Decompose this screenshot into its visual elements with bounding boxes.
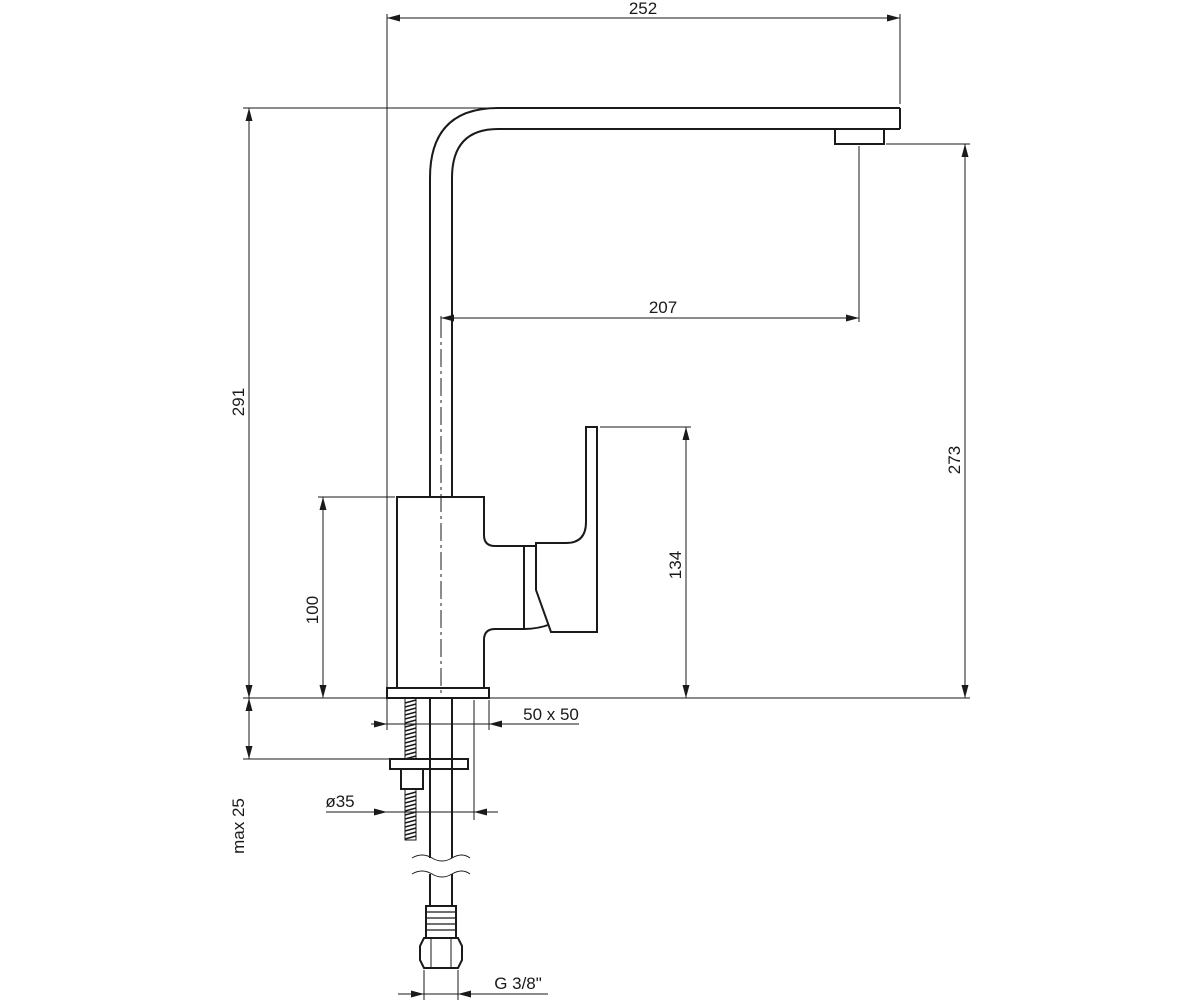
thread-line xyxy=(404,831,417,836)
label-hole-diameter: ø35 xyxy=(325,792,354,811)
thread-line xyxy=(404,799,417,804)
thread-line xyxy=(404,735,417,740)
arrowhead xyxy=(682,427,690,440)
crimp-rings xyxy=(426,911,456,931)
thread-line xyxy=(404,727,417,732)
thread-line xyxy=(404,819,417,824)
thread-line xyxy=(404,803,417,808)
base-plate xyxy=(386,687,490,699)
dimension-lines xyxy=(243,14,970,1000)
thread-line xyxy=(404,739,417,744)
thread-line xyxy=(404,715,417,720)
thread-line xyxy=(404,791,417,796)
thread-line xyxy=(404,815,417,820)
dimension-arrows xyxy=(245,14,969,998)
arrowhead xyxy=(374,720,387,728)
arrowhead xyxy=(319,497,327,510)
thread-line xyxy=(404,747,417,752)
label-outlet-height: 273 xyxy=(945,446,964,474)
label-hose-connection: G 3/8" xyxy=(494,974,542,993)
faucet-outline xyxy=(386,107,901,969)
arrowhead xyxy=(411,990,424,998)
arrowhead xyxy=(319,685,327,698)
thread-line xyxy=(404,743,417,748)
thread-line xyxy=(404,807,417,812)
arrowhead xyxy=(961,685,969,698)
arrowhead xyxy=(846,314,859,322)
arrowhead xyxy=(441,314,454,322)
stud-threads xyxy=(404,699,417,840)
arrowhead xyxy=(245,698,253,711)
thread-line xyxy=(404,719,417,724)
arrowhead xyxy=(458,990,471,998)
label-lever-height: 134 xyxy=(666,551,685,579)
lever-handle xyxy=(535,426,598,633)
arrowhead xyxy=(961,144,969,157)
label-spout-projection: 207 xyxy=(649,298,677,317)
hose-hex-nut xyxy=(419,937,463,969)
arrowhead xyxy=(489,720,502,728)
aerator xyxy=(834,128,885,145)
faucet-body xyxy=(396,496,525,689)
dimension-labels: 252 207 291 273 134 100 max 25 50 x 50 ø… xyxy=(229,0,964,993)
arrowhead xyxy=(245,746,253,759)
hose-break-top xyxy=(411,854,471,862)
spout-pipe-inner xyxy=(451,128,900,497)
label-deck-thickness: max 25 xyxy=(229,798,248,854)
thread-line xyxy=(404,827,417,832)
label-total-height: 291 xyxy=(229,388,248,416)
arrowhead xyxy=(245,108,253,121)
thread-line xyxy=(404,835,417,840)
thread-line xyxy=(404,699,417,704)
label-base-size: 50 x 50 xyxy=(523,705,579,724)
thread-line xyxy=(404,751,417,756)
thread-line xyxy=(404,703,417,708)
arrowhead xyxy=(474,808,487,816)
thread-line xyxy=(404,711,417,716)
arrowhead xyxy=(374,808,387,816)
label-overall-reach: 252 xyxy=(629,0,657,18)
thread-line xyxy=(404,707,417,712)
label-body-height: 100 xyxy=(303,596,322,624)
thread-line xyxy=(404,823,417,828)
hose-crimp-sleeve xyxy=(425,905,457,939)
arrowhead xyxy=(387,14,400,22)
arrowhead xyxy=(887,14,900,22)
mounting-nut xyxy=(400,768,424,790)
arrowhead xyxy=(245,685,253,698)
thread-line xyxy=(404,795,417,800)
hose-break-bottom xyxy=(411,870,471,878)
arrowhead xyxy=(682,685,690,698)
thread-line xyxy=(404,731,417,736)
